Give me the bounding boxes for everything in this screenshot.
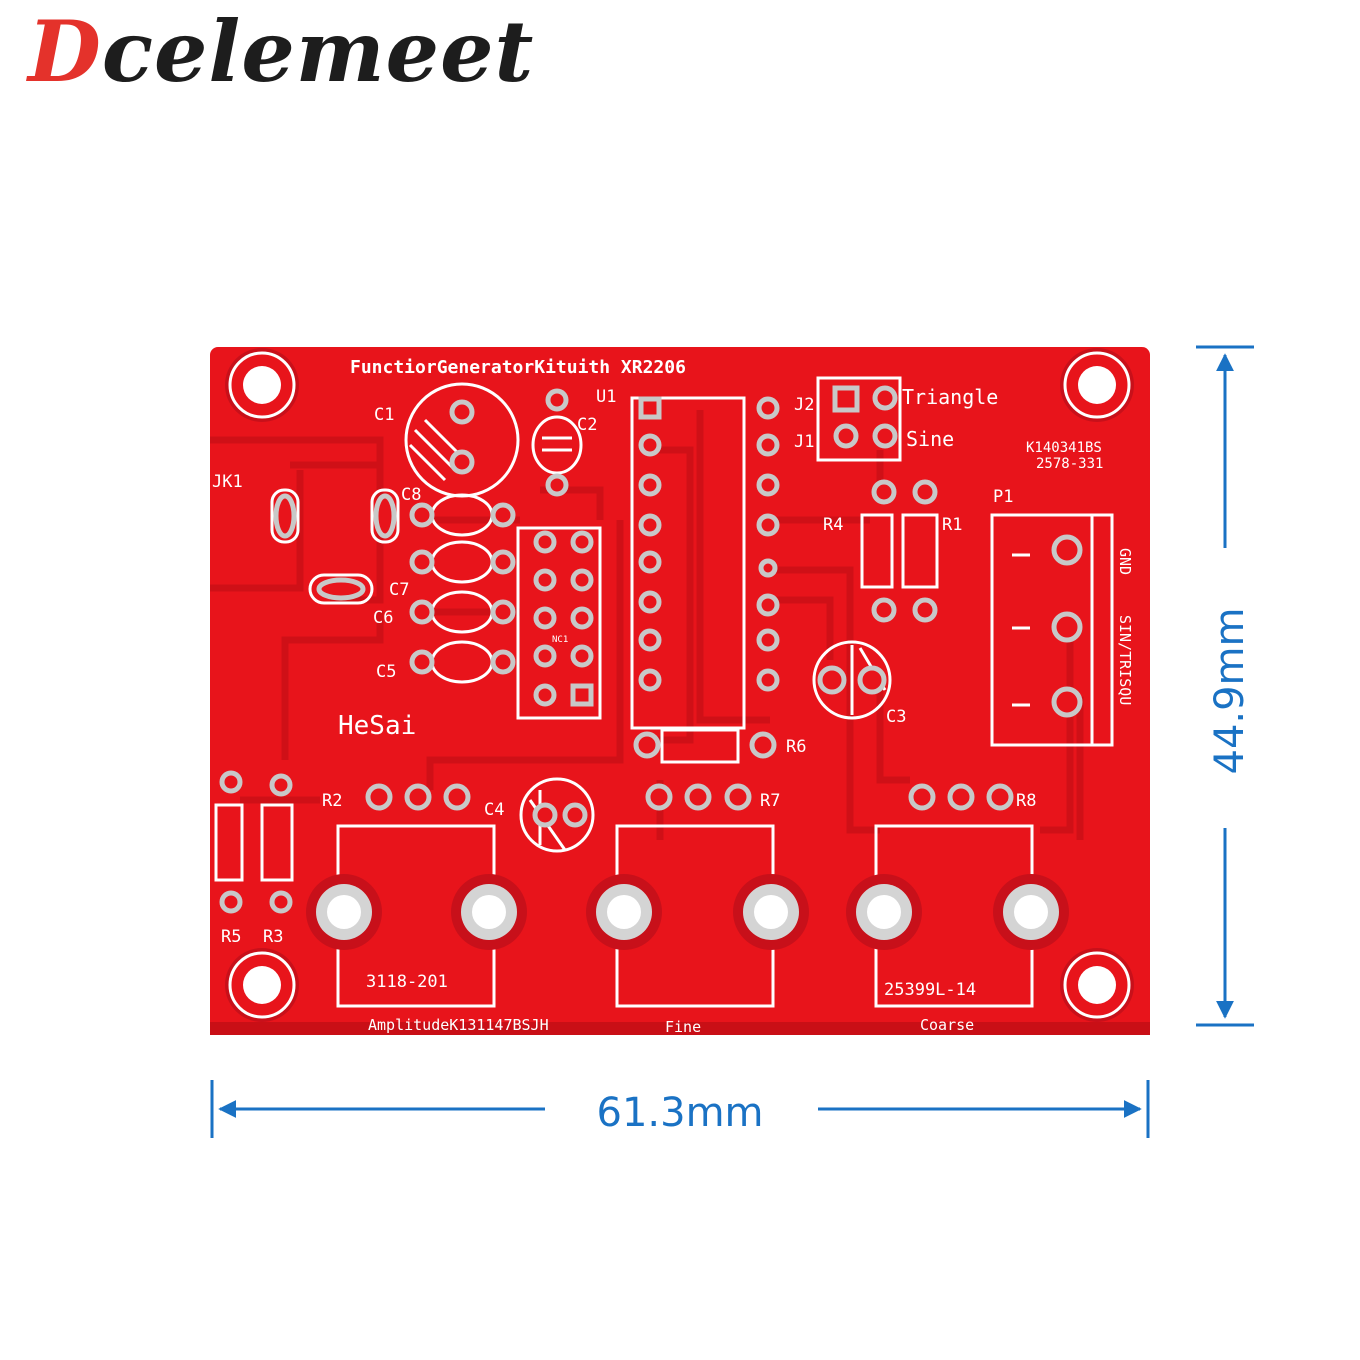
label-c5: C5 <box>376 662 396 682</box>
label-c6: C6 <box>373 608 393 628</box>
pads <box>219 385 1083 914</box>
label-r1: R1 <box>942 515 962 535</box>
width-dimension-label: 61.3mm <box>596 1090 764 1136</box>
height-dimension-label: 44.9mm <box>1207 607 1253 775</box>
label-r6: R6 <box>786 737 806 757</box>
label-c7: C7 <box>389 580 409 600</box>
label-code-line1: K140341BS <box>1026 440 1102 456</box>
label-r2: R2 <box>322 791 342 811</box>
label-j2: J2 <box>794 395 814 415</box>
label-jk1: JK1 <box>212 472 243 492</box>
label-p1: P1 <box>993 487 1013 507</box>
label-r5: R5 <box>221 927 241 947</box>
label-sin-tri-squ: SIN/TRISQU <box>1116 615 1134 705</box>
dimension-width <box>210 1080 1150 1138</box>
label-c8: C8 <box>401 485 421 505</box>
label-sine: Sine <box>906 427 954 451</box>
potentiometer-pads <box>306 874 1069 950</box>
label-c2: C2 <box>577 415 597 435</box>
label-u1: U1 <box>596 387 616 407</box>
brand-logo: Dcelemeet <box>28 10 534 94</box>
board-title: FunctiorGeneratorKituith XR2206 <box>350 357 686 378</box>
brand-logo-rest: celemeet <box>101 2 535 101</box>
label-amplitude: AmplitudeK131147BSJH <box>368 1016 549 1034</box>
label-c4: C4 <box>484 800 504 820</box>
label-hesai: HeSai <box>338 711 416 741</box>
mounting-holes <box>225 348 1134 1022</box>
label-pot1-part: 3118-201 <box>366 972 448 992</box>
label-code-line2: 2578-331 <box>1036 456 1103 472</box>
label-j1: J1 <box>794 432 814 452</box>
label-c3: C3 <box>886 707 906 727</box>
pcb-board: FunctiorGeneratorKituith XR2206 C1 C2 U1… <box>210 347 1150 1036</box>
label-gnd: GND <box>1116 548 1134 575</box>
label-coarse: Coarse <box>920 1016 974 1034</box>
label-r7: R7 <box>760 791 780 811</box>
dimension-height <box>1196 345 1254 1027</box>
silkscreen-labels: FunctiorGeneratorKituith XR2206 C1 C2 U1… <box>212 357 1134 1036</box>
label-pot3-part: 25399L-14 <box>884 980 976 1000</box>
label-r4: R4 <box>823 515 843 535</box>
label-r8: R8 <box>1016 791 1036 811</box>
label-nc1: NC1 <box>552 635 568 645</box>
label-r3: R3 <box>263 927 283 947</box>
brand-logo-first-letter: D <box>28 2 102 101</box>
label-fine: Fine <box>665 1018 701 1036</box>
label-triangle: Triangle <box>902 385 998 409</box>
label-c1: C1 <box>374 405 394 425</box>
